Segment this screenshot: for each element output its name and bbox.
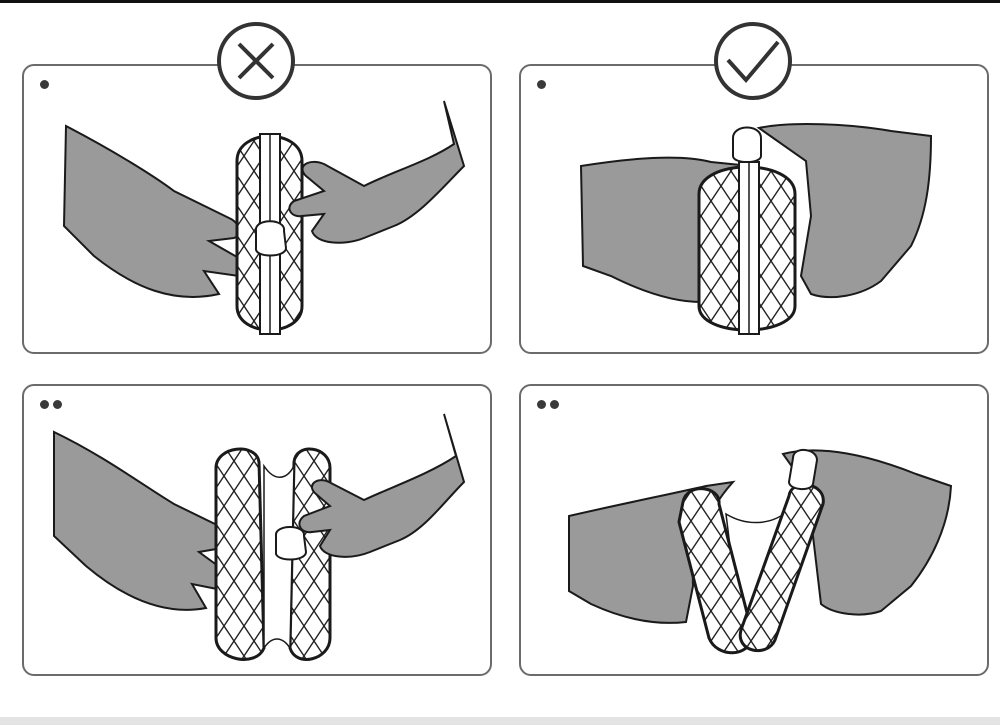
step-dots-4 [537, 400, 559, 409]
pad-left-half [214, 447, 266, 661]
left-hand [62, 124, 251, 298]
pad-clasp [787, 449, 819, 490]
panel-wrong-step-1 [22, 64, 492, 354]
left-hand [53, 430, 235, 611]
right-hand [288, 100, 466, 244]
step-dots-3 [40, 400, 62, 409]
step-dot [53, 400, 62, 409]
step-dot [550, 400, 559, 409]
right-step-1-illustration [579, 123, 933, 335]
panel-right-step-1 [519, 64, 989, 354]
panel-wrong-step-2 [22, 384, 492, 676]
step-dot [40, 80, 49, 89]
pad-right-half [288, 447, 332, 661]
cross-circle-icon [217, 22, 295, 100]
panel-right-step-2 [519, 384, 989, 676]
pad-clasp [255, 220, 288, 257]
step-dot [537, 80, 546, 89]
step-dot [40, 400, 49, 409]
pad-clasp [275, 526, 308, 561]
right-hand [756, 123, 933, 299]
bottom-border [0, 717, 1000, 725]
right-hand [781, 449, 953, 616]
step-dot [537, 400, 546, 409]
wrong-step-1-illustration [62, 100, 466, 335]
step-dots-2 [537, 80, 546, 89]
right-hand [298, 413, 466, 558]
step-dots-1 [40, 80, 49, 89]
pad-clasp [732, 126, 762, 163]
wrong-step-2-illustration [53, 413, 466, 661]
top-border [0, 0, 1000, 3]
check-circle-icon [714, 22, 792, 100]
right-step-2-illustration [568, 449, 953, 655]
